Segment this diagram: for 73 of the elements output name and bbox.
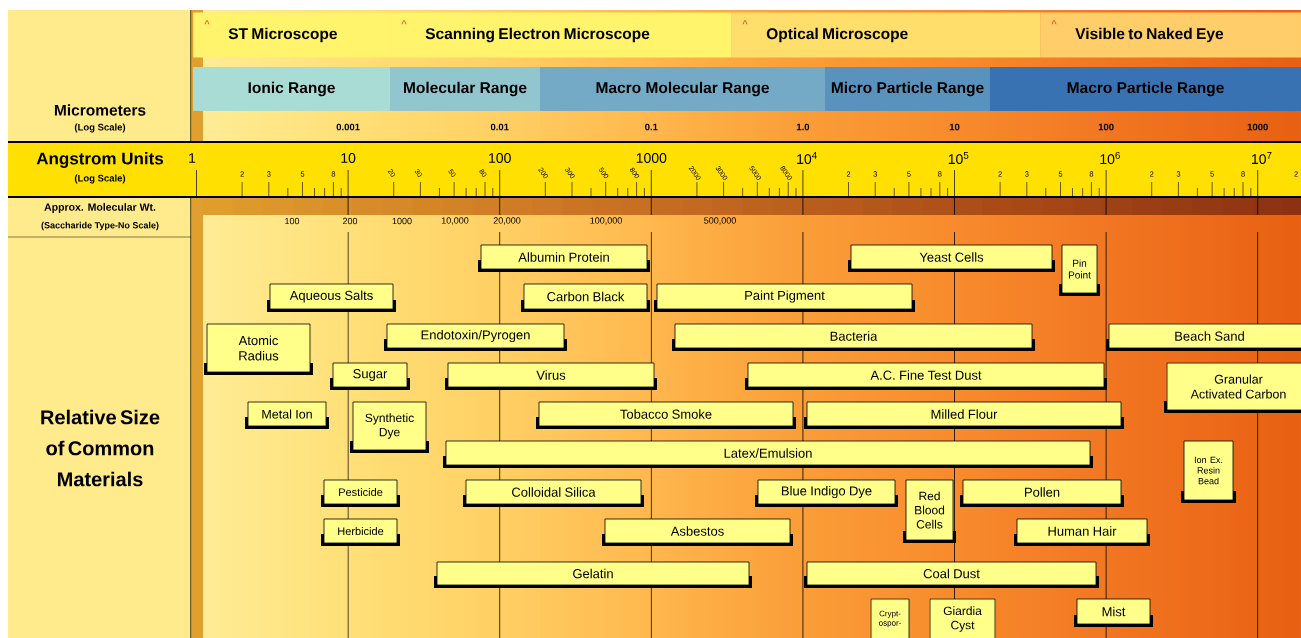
scale-number: 100: [1098, 123, 1114, 131]
range-band: Macro Molecular Range: [540, 67, 825, 111]
weight-value: 1000: [392, 217, 412, 225]
material-box: Yeast Cells: [848, 244, 1055, 272]
range-band: Ionic Range: [193, 67, 390, 111]
material-box: Asbestos: [602, 518, 793, 546]
weight-value: 100,000: [590, 217, 622, 225]
row-subheading: (Log Scale): [74, 174, 126, 184]
material-box: Red Blood Cells: [903, 479, 956, 543]
material-box: Gelatin: [434, 561, 752, 588]
material-box: Pesticide: [321, 479, 400, 507]
row-heading: Angstrom Units: [36, 152, 164, 168]
material-box: Herbicide: [321, 518, 400, 546]
node-label: Scanning Electron Microscope: [425, 27, 650, 43]
scale-number: 0.001: [336, 123, 360, 131]
scale-number: 10$^{6}$: [1100, 151, 1120, 165]
material-box: Atomic Radius: [204, 323, 313, 375]
range-band: Molecular Range: [390, 67, 540, 111]
material-box: Albumin Protein: [478, 244, 650, 272]
weight-value: 10,000: [441, 217, 469, 225]
material-box: Metal Ion: [245, 401, 329, 429]
material-box: Coal Dust: [804, 561, 1099, 588]
scale-number: 1.0: [796, 123, 810, 131]
caret-mark: ^: [742, 20, 748, 25]
material-box: Crypt- ospor-: [870, 598, 910, 638]
material-box: Synthetic Dye: [350, 401, 429, 453]
scale-number: 10: [341, 153, 356, 163]
row-heading: Micrometers: [54, 104, 146, 116]
scale-number: 1000: [1247, 123, 1268, 131]
material-box: Colloidal Silica: [463, 479, 644, 507]
material-box: Sugar: [330, 362, 410, 390]
scale-number: 10$^{5}$: [948, 151, 969, 165]
row-heading: Approx. Molecular Wt.: [44, 203, 156, 213]
caret-mark: ^: [401, 20, 407, 25]
scale-number: 1000: [636, 153, 667, 163]
caret-mark: ^: [1051, 20, 1057, 25]
side-title: Relative Size of Common Materials: [41, 409, 160, 487]
material-box: Aqueous Salts: [267, 283, 396, 312]
material-box: Tobacco Smoke: [536, 401, 796, 429]
material-box: Granular Activated Carbon: [1164, 362, 1301, 413]
material-box: Blue Indigo Dye: [755, 479, 898, 507]
range-band: Micro Particle Range: [825, 67, 990, 111]
scale-number: 10: [949, 123, 960, 131]
material-box: Pollen: [960, 479, 1124, 507]
material-box: Human Hair: [1014, 518, 1150, 546]
material-box: Beach Sand: [1106, 323, 1301, 351]
node-label: ST Microscope: [228, 27, 337, 43]
scale-number: 10$^{7}$: [1252, 151, 1272, 165]
material-box: Paint Pigment: [654, 283, 915, 312]
scale-number: 100: [489, 153, 511, 163]
material-box: Mist: [1074, 598, 1153, 627]
material-box: Ion Ex. Resin Bead: [1181, 440, 1236, 503]
caret-mark: ^: [204, 20, 210, 25]
scale-number: 1: [189, 153, 196, 163]
row-subheading: (Log Scale): [74, 123, 126, 133]
material-box: A.C. Fine Test Dust: [745, 362, 1107, 390]
weight-value: 100: [285, 217, 300, 225]
material-box: Carbon Black: [521, 283, 650, 312]
scale-number: 0.1: [645, 123, 658, 131]
material-box: Latex/Emulsion: [443, 440, 1093, 468]
scale-number: 10$^{4}$: [797, 151, 817, 165]
material-box: Giardia Cyst: [929, 598, 996, 638]
scale-number: 0.01: [490, 123, 509, 131]
material-box: Milled Flour: [804, 401, 1124, 429]
row-subheading: (Saccharide Type-No Scale): [41, 221, 159, 231]
material-box: Endotoxin/Pyrogen: [384, 323, 567, 351]
weight-value: 20,000: [493, 217, 521, 225]
range-band: Macro Particle Range: [990, 67, 1301, 111]
material-box: Pin Point: [1059, 244, 1100, 296]
weight-value: 500,000: [704, 217, 736, 225]
weight-value: 200: [342, 217, 358, 225]
material-box: Virus: [445, 362, 657, 390]
material-box: Bacteria: [672, 323, 1035, 351]
